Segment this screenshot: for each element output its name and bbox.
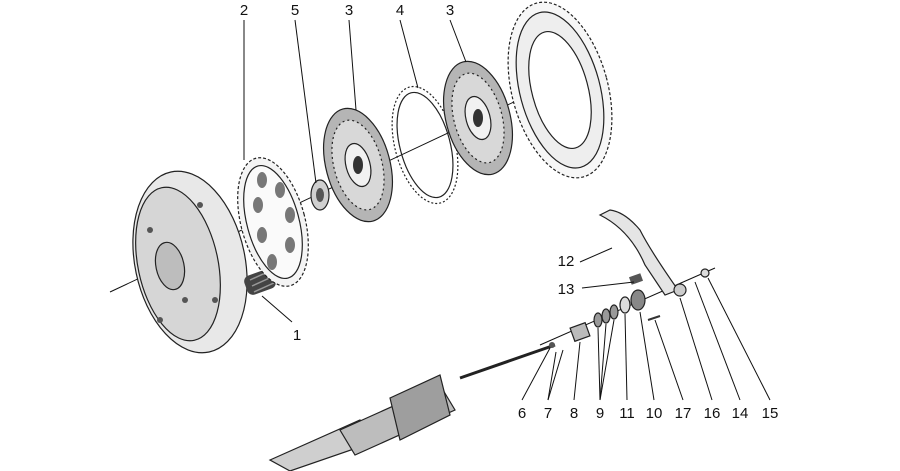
main-shaft bbox=[268, 343, 556, 471]
callout-3a: 3 bbox=[345, 2, 353, 19]
callout-6: 6 bbox=[518, 405, 526, 422]
callout-10: 10 bbox=[646, 405, 663, 422]
callout-labels: 2 5 3 4 3 1 12 13 6 7 8 9 11 10 17 16 14… bbox=[240, 2, 779, 422]
callout-9: 9 bbox=[596, 405, 604, 422]
callout-2: 2 bbox=[240, 2, 248, 19]
callout-15: 15 bbox=[762, 405, 779, 422]
callout-1: 1 bbox=[293, 327, 301, 344]
friction-disc-part-3-left bbox=[323, 107, 393, 223]
callout-12: 12 bbox=[558, 253, 575, 270]
callout-5: 5 bbox=[291, 2, 299, 19]
callout-11: 11 bbox=[619, 405, 635, 422]
callout-7: 7 bbox=[544, 405, 552, 422]
callout-3b: 3 bbox=[446, 2, 454, 19]
callout-14: 14 bbox=[732, 405, 749, 422]
leader-lines bbox=[243, 19, 771, 401]
friction-disc-part-3-right bbox=[443, 60, 513, 176]
gear-plate-part-2 bbox=[237, 157, 309, 287]
ring-gear bbox=[507, 1, 613, 179]
callout-16: 16 bbox=[704, 405, 721, 422]
callout-17: 17 bbox=[675, 405, 692, 422]
flywheel bbox=[132, 170, 248, 354]
callout-4: 4 bbox=[396, 2, 404, 19]
lever-part-12 bbox=[598, 209, 710, 297]
callout-8: 8 bbox=[570, 405, 578, 422]
hub-part-5 bbox=[310, 179, 330, 211]
callout-13: 13 bbox=[558, 281, 575, 298]
